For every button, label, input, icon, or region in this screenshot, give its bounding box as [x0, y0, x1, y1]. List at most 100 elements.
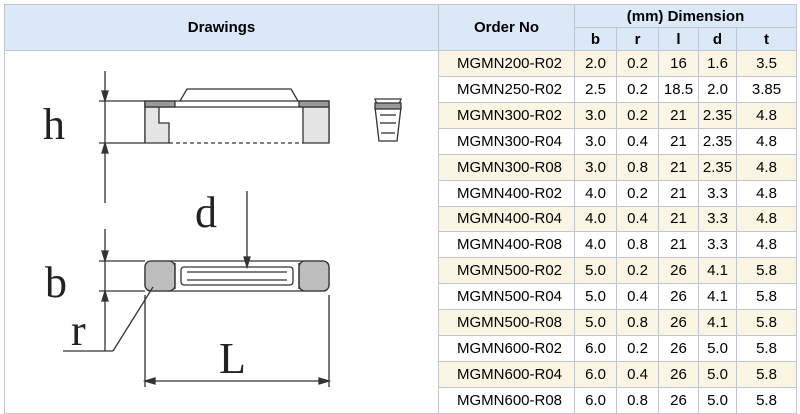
value-r-cell: 0.8 — [616, 386, 659, 414]
label-L: L — [219, 334, 246, 383]
value-l-cell: 21 — [658, 179, 699, 207]
order-no-cell: MGMN400-R08 — [438, 231, 575, 259]
value-t-cell: 4.8 — [736, 127, 797, 155]
value-d-cell: 2.35 — [698, 101, 737, 129]
value-b-cell: 5.0 — [574, 309, 617, 337]
insert-end-view — [374, 98, 402, 142]
order-no-cell: MGMN600-R02 — [438, 335, 575, 363]
value-r-cell: 0.2 — [616, 335, 659, 363]
value-t-cell: 3.85 — [736, 75, 797, 103]
value-r-cell: 0.2 — [616, 75, 659, 103]
label-b: b — [45, 258, 67, 307]
header-col-b: b — [574, 27, 617, 51]
value-t-cell: 4.8 — [736, 179, 797, 207]
value-d-cell: 2.0 — [698, 75, 737, 103]
value-b-cell: 5.0 — [574, 283, 617, 311]
value-r-cell: 0.4 — [616, 127, 659, 155]
label-r: r — [71, 306, 86, 355]
order-no-cell: MGMN500-R08 — [438, 309, 575, 337]
value-t-cell: 5.8 — [736, 386, 797, 414]
header-dimension: (mm) Dimension — [574, 4, 797, 28]
insert-technical-drawing: h d b r L — [43, 71, 402, 387]
order-no-cell: MGMN600-R04 — [438, 361, 575, 388]
value-b-cell: 3.0 — [574, 153, 617, 181]
value-t-cell: 3.5 — [736, 50, 797, 77]
header-col-d: d — [698, 27, 737, 51]
order-no-cell: MGMN400-R04 — [438, 205, 575, 233]
value-l-cell: 26 — [658, 283, 699, 311]
value-r-cell: 0.2 — [616, 179, 659, 207]
value-r-cell: 0.4 — [616, 361, 659, 388]
value-r-cell: 0.2 — [616, 101, 659, 129]
value-l-cell: 21 — [658, 127, 699, 155]
value-r-cell: 0.2 — [616, 257, 659, 285]
order-no-cell: MGMN500-R02 — [438, 257, 575, 285]
label-d: d — [195, 188, 217, 237]
d-dimension — [243, 191, 251, 270]
spec-sheet: Drawings Order No (mm) Dimension b r l d… — [4, 4, 797, 414]
l-dimension — [142, 295, 332, 387]
value-l-cell: 18.5 — [658, 75, 699, 103]
value-l-cell: 21 — [658, 101, 699, 129]
value-d-cell: 3.3 — [698, 205, 737, 233]
value-t-cell: 5.8 — [736, 335, 797, 363]
value-t-cell: 4.8 — [736, 153, 797, 181]
value-l-cell: 26 — [658, 361, 699, 388]
dimension-table: Drawings Order No (mm) Dimension b r l d… — [4, 4, 797, 414]
value-t-cell: 5.8 — [736, 361, 797, 388]
value-b-cell: 6.0 — [574, 361, 617, 388]
value-r-cell: 0.8 — [616, 153, 659, 181]
value-l-cell: 26 — [658, 309, 699, 337]
value-r-cell: 0.8 — [616, 231, 659, 259]
value-b-cell: 3.0 — [574, 127, 617, 155]
value-d-cell: 2.35 — [698, 153, 737, 181]
header-col-r: r — [616, 27, 659, 51]
value-t-cell: 5.8 — [736, 283, 797, 311]
order-no-cell: MGMN300-R04 — [438, 127, 575, 155]
insert-side-view — [144, 88, 330, 144]
value-d-cell: 3.3 — [698, 231, 737, 259]
header-order-no: Order No — [438, 4, 575, 51]
order-no-cell: MGMN200-R02 — [438, 50, 575, 77]
value-d-cell: 5.0 — [698, 386, 737, 414]
value-t-cell: 5.8 — [736, 309, 797, 337]
value-r-cell: 0.4 — [616, 283, 659, 311]
value-l-cell: 26 — [658, 386, 699, 414]
value-d-cell: 5.0 — [698, 361, 737, 388]
value-b-cell: 2.5 — [574, 75, 617, 103]
value-b-cell: 6.0 — [574, 386, 617, 414]
header-drawings: Drawings — [4, 4, 439, 51]
b-dimension — [99, 229, 145, 351]
value-b-cell: 2.0 — [574, 50, 617, 77]
value-d-cell: 3.3 — [698, 179, 737, 207]
h-dimension — [99, 71, 145, 203]
value-b-cell: 4.0 — [574, 231, 617, 259]
value-b-cell: 4.0 — [574, 205, 617, 233]
value-d-cell: 4.1 — [698, 309, 737, 337]
value-l-cell: 26 — [658, 335, 699, 363]
table-row: h d b r L MGMN200-R02 2.0 0.2 16 1.6 3.5 — [4, 50, 797, 414]
order-no-cell: MGMN250-R02 — [438, 75, 575, 103]
label-h: h — [43, 100, 65, 149]
value-d-cell: 4.1 — [698, 283, 737, 311]
order-no-cell: MGMN400-R02 — [438, 179, 575, 207]
value-d-cell: 4.1 — [698, 257, 737, 285]
value-d-cell: 1.6 — [698, 50, 737, 77]
order-no-cell: MGMN300-R02 — [438, 101, 575, 129]
value-l-cell: 16 — [658, 50, 699, 77]
value-l-cell: 21 — [658, 231, 699, 259]
value-r-cell: 0.2 — [616, 50, 659, 77]
value-l-cell: 21 — [658, 205, 699, 233]
value-t-cell: 5.8 — [736, 257, 797, 285]
value-b-cell: 3.0 — [574, 101, 617, 129]
insert-drawing: h d b r L — [4, 50, 439, 414]
